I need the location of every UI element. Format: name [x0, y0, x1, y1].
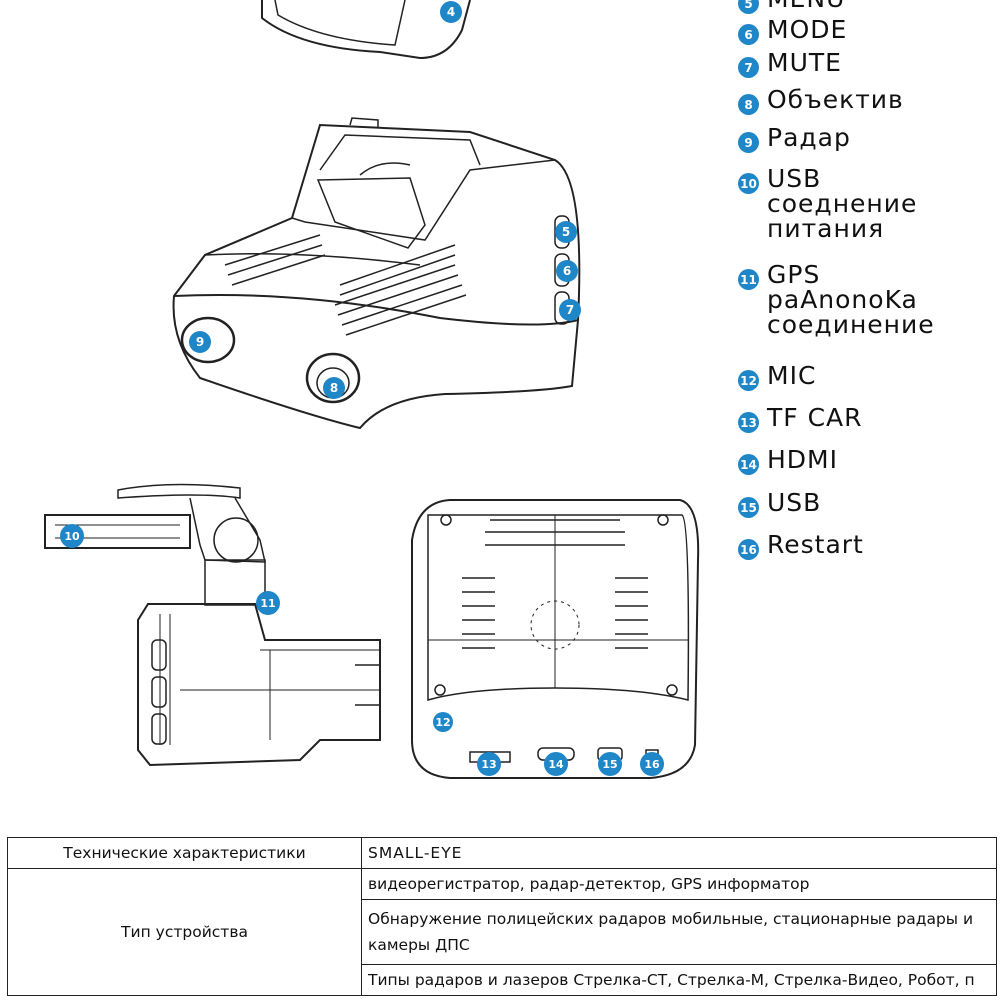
svg-text:14: 14: [548, 758, 564, 771]
callout-8: 8: [323, 377, 345, 399]
callout-6: 6: [556, 260, 578, 282]
svg-text:7: 7: [566, 303, 574, 317]
callout-16: 16: [640, 752, 664, 776]
legend-label: USB соеднение питания: [767, 164, 918, 243]
table-row: Технические характеристики SMALL-EYE: [7, 837, 997, 869]
legend-item-gps: 11 GPS paAnonoKa соединение: [738, 262, 935, 337]
legend-item-mode: 6 MODE: [738, 17, 847, 45]
legend-label: MENU: [767, 0, 845, 11]
svg-text:10: 10: [64, 530, 80, 543]
legend-item-restart: 16 Restart: [738, 532, 864, 560]
legend-item-radar: 9 Радар: [738, 125, 851, 153]
main-device-body: [172, 123, 581, 430]
spec-value: Типы радаров и лазеров Стрелка-СТ, Стрел…: [361, 964, 997, 996]
svg-text:11: 11: [260, 597, 275, 610]
legend-label: GPS paAnonoKa соединение: [767, 260, 935, 339]
legend-label: MUTE: [767, 48, 842, 77]
legend-item-menu: 5 MENU: [738, 0, 845, 14]
svg-text:8: 8: [330, 381, 338, 395]
legend-badge: 11: [738, 269, 759, 290]
legend-label: Объектив: [767, 85, 904, 114]
legend-label: MIC: [767, 361, 817, 390]
legend-label: MODE: [767, 15, 848, 44]
svg-text:9: 9: [196, 335, 204, 349]
table-row: Типы радаров и лазеров Стрелка-СТ, Стрел…: [8, 964, 997, 996]
legend-label: TF CAR: [767, 403, 863, 432]
svg-text:16: 16: [644, 758, 660, 771]
device-diagram: 4 5 6 7 8 9 10 11 12 13 14 15 16: [44, 0, 700, 779]
legend-badge: 9: [738, 132, 759, 153]
mount-socket: [316, 177, 426, 249]
spec-table: Технические характеристики SMALL-EYE Тип…: [7, 837, 997, 996]
legend-item-usb: 15 USB: [738, 490, 821, 518]
callout-10: 10: [60, 524, 84, 548]
legend-badge: 14: [738, 454, 759, 475]
legend-item-lens: 8 Объектив: [738, 87, 904, 115]
svg-text:15: 15: [602, 758, 617, 771]
callout-12: 12: [433, 712, 453, 732]
spec-value: видеорегистратор, радар-детектор, GPS ин…: [361, 868, 997, 900]
legend-badge: 12: [738, 370, 759, 391]
table-row: Тип устройства видеорегистратор, радар-д…: [7, 868, 997, 996]
callout-15: 15: [598, 752, 622, 776]
legend-badge: 8: [738, 94, 759, 115]
callout-14: 14: [544, 752, 568, 776]
spec-value: SMALL-EYE: [361, 837, 997, 869]
legend-badge: 10: [738, 173, 759, 194]
side-view-mount: [117, 483, 241, 499]
legend-badge: 15: [738, 497, 759, 518]
legend-label: Restart: [767, 530, 864, 559]
legend-badge: 7: [738, 57, 759, 78]
legend-item-mute: 7 MUTE: [738, 50, 842, 78]
svg-text:6: 6: [563, 264, 571, 278]
legend-item-tf-card: 13 TF CAR: [738, 405, 863, 433]
callout-4: 4: [440, 1, 462, 23]
back-view-body: [411, 499, 700, 779]
side-view-body: [137, 603, 381, 767]
callout-13: 13: [477, 752, 501, 776]
table-row: Обнаружение полицейских радаров мобильны…: [8, 899, 997, 965]
svg-text:5: 5: [562, 225, 570, 239]
callout-11: 11: [256, 591, 280, 615]
svg-text:12: 12: [435, 716, 450, 729]
spec-label: Технические характеристики: [7, 837, 362, 869]
callout-9: 9: [189, 331, 211, 353]
legend-item-hdmi: 14 HDMI: [738, 447, 838, 475]
spec-label: Тип устройства: [7, 868, 362, 996]
svg-text:4: 4: [447, 5, 455, 19]
callout-5: 5: [555, 221, 577, 243]
legend-item-mic: 12 MIC: [738, 363, 816, 391]
callout-7: 7: [559, 299, 581, 321]
legend-item-usb-power: 10 USB соеднение питания: [738, 166, 917, 241]
legend-label: Радар: [767, 123, 851, 152]
legend-badge: 16: [738, 539, 759, 560]
legend-label: HDMI: [767, 445, 838, 474]
legend-label: USB: [767, 488, 822, 517]
legend-badge: 5: [738, 0, 759, 14]
top-device-outline: [261, 0, 471, 60]
legend-badge: 13: [738, 412, 759, 433]
legend-badge: 6: [738, 24, 759, 45]
spec-value: Обнаружение полицейских радаров мобильны…: [361, 899, 997, 965]
svg-text:13: 13: [481, 758, 496, 771]
